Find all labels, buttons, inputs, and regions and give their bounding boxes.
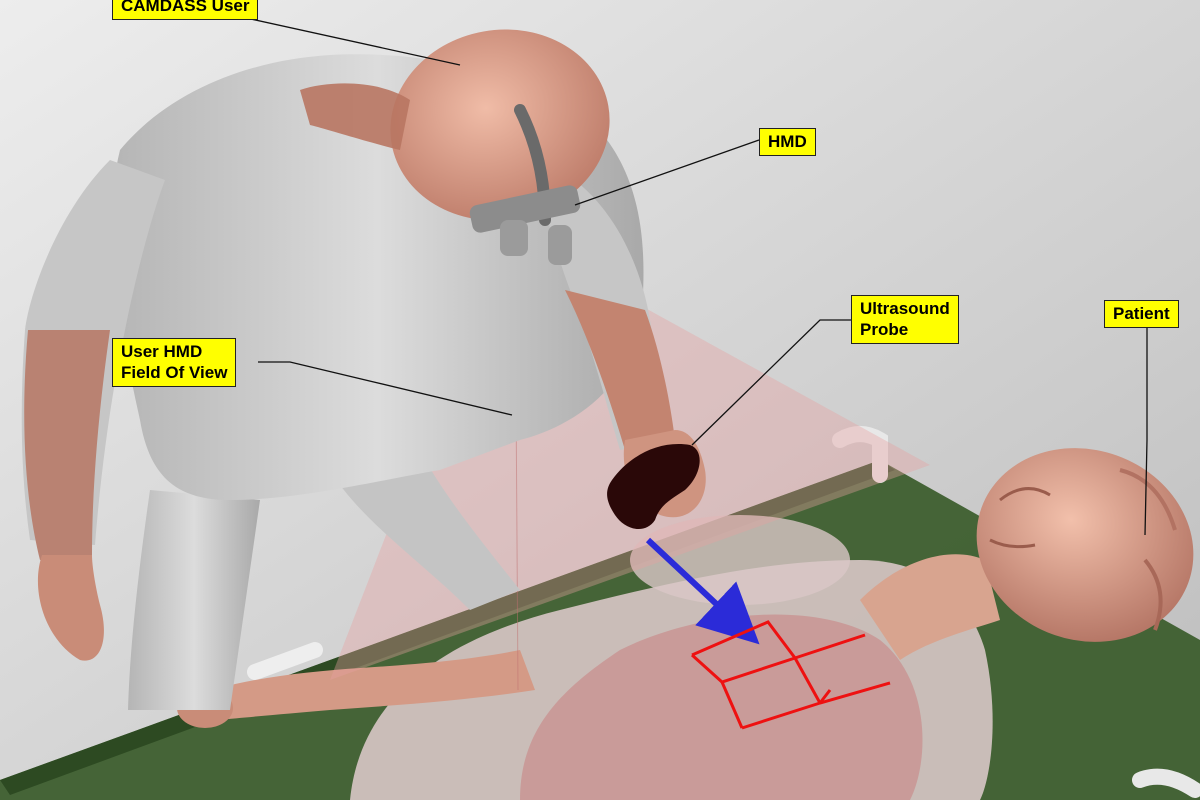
probe-direction-arrow xyxy=(645,537,760,645)
hmd-label: HMD xyxy=(759,128,816,156)
user-figure xyxy=(21,29,706,710)
hmd-label-text: HMD xyxy=(768,132,807,151)
ultrasound-probe xyxy=(607,444,700,530)
fov-label-line1: User HMD xyxy=(121,342,203,361)
fov-label: User HMD Field Of View xyxy=(112,338,237,387)
patient-label-text: Patient xyxy=(1113,304,1170,323)
patient-figure xyxy=(177,448,1194,800)
camdass-user-label: CAMDASS User xyxy=(112,0,259,20)
overlay-grid xyxy=(690,620,891,730)
ultrasound-probe-label: Ultrasound Probe xyxy=(851,295,959,344)
patient-label: Patient xyxy=(1104,300,1179,328)
probe-label-line2: Probe xyxy=(860,320,909,339)
probe-label-line1: Ultrasound xyxy=(860,299,950,318)
fov-label-line2: Field Of View xyxy=(121,363,228,382)
camdass-user-label-text: CAMDASS User xyxy=(121,0,250,15)
